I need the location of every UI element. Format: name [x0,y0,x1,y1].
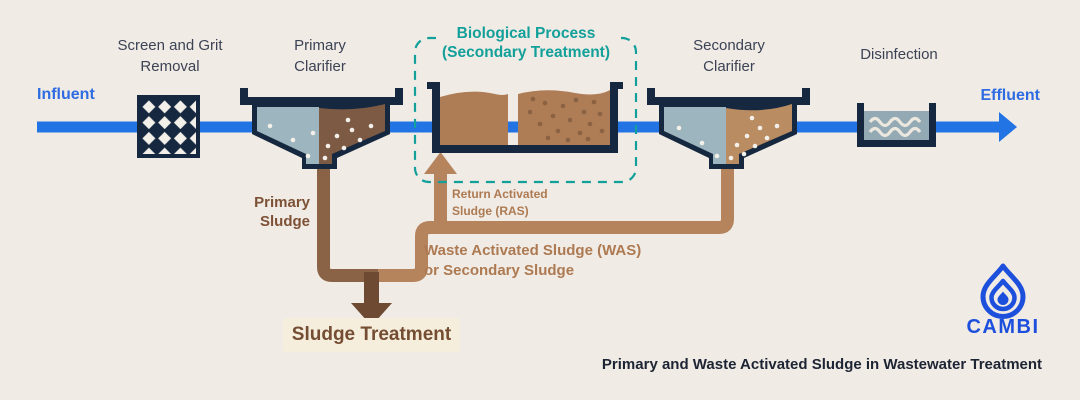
ras-arrow [424,152,457,233]
primary-sludge-pipe [317,160,378,282]
return-activated-sludge-label: Return Activated Sludge (RAS) [452,187,548,218]
primary-clarifier-label: Primary Clarifier [294,37,346,75]
secondary-clarifier-tank [647,88,810,169]
water-wave-icon [868,126,922,138]
influent-label: Influent [37,86,95,103]
screen-grit-unit [137,95,200,158]
disinfection-tank [857,103,936,147]
biological-process-label: Biological Process (Secondary Treatment) [436,24,616,62]
secondary-clarifier-label: Secondary Clarifier [693,37,765,75]
cambi-water-drop-icon [980,263,1026,319]
primary-clarifier-tank [240,88,403,169]
sludge-treatment-arrow [351,272,392,326]
primary-sludge-label: Primary Sludge [254,194,310,230]
screen-grit-label: Screen and Grit Removal [117,37,223,75]
effluent-arrowhead [999,112,1017,142]
water-wave-icon [868,116,922,128]
biological-tank [427,82,623,153]
disinfection-label: Disinfection [860,46,938,63]
sludge-treatment-label: Sludge Treatment [283,318,460,352]
cambi-logo-text: CAMBI [966,316,1040,338]
waste-activated-sludge-label: Waste Activated Sludge (WAS) or Secondar… [424,242,642,279]
was-sludge-pipe [366,160,734,282]
diagram-caption: Primary and Waste Activated Sludge in Wa… [601,356,1043,373]
effluent-label: Effluent [980,87,1040,104]
